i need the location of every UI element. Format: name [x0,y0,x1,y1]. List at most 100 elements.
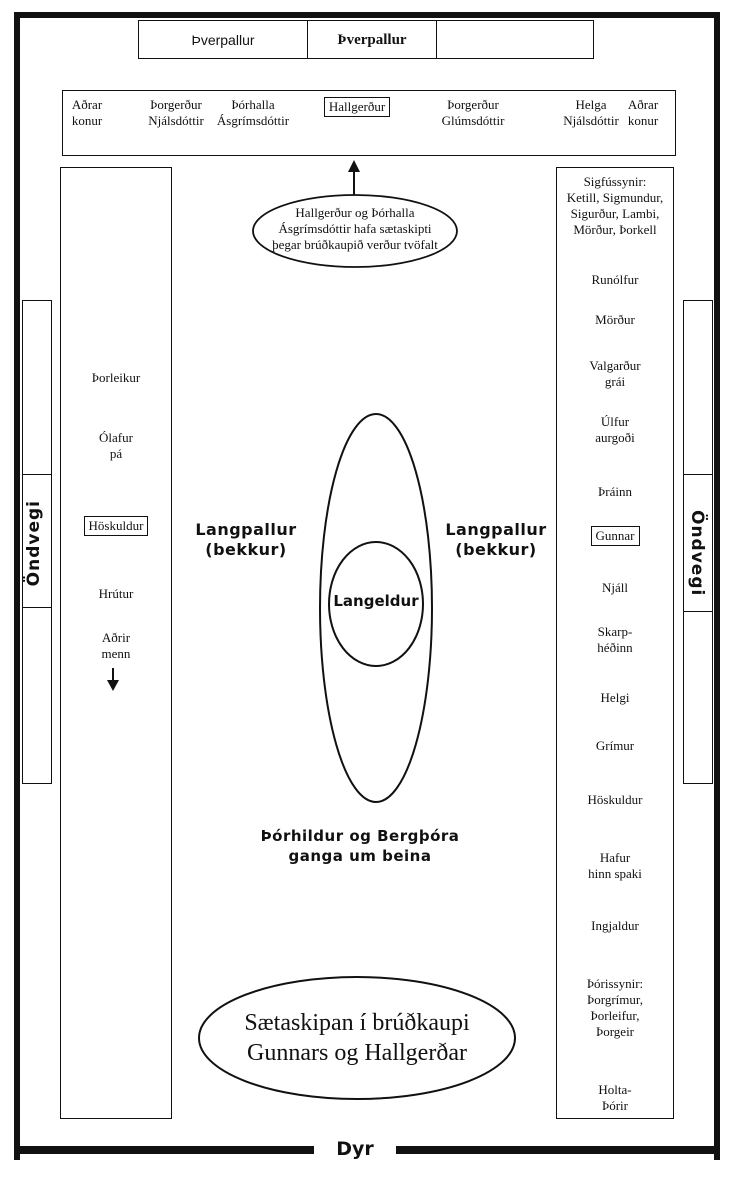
seat-name-line: Ólafur [99,430,133,445]
platform-center: Þverpallur [307,20,437,59]
left_bench-seat-ho-skuldur: Höskuldur [61,516,171,536]
langeldur-hearth [319,413,433,803]
seat-name-line: Helgi [600,690,630,705]
right_bench-seat-ho-skuldur: Höskuldur [557,792,673,808]
platform-left-label: Þverpallur [191,32,255,48]
right_bench-seat-gunnar: Gunnar [557,526,673,546]
right-ondvegi-box [683,474,713,612]
seat-name-line: Úlfur [600,414,630,429]
langpallur-right-line-1: Langpallur [445,520,547,539]
seat-name-line: pá [109,446,123,461]
right-ondvegi-label: Öndvegi [687,510,707,597]
langpallur-right-line-2: (bekkur) [455,540,537,559]
seat-name-line: Skarp- [597,624,633,639]
right_bench-seat-holta: Holta-Þórir [557,1082,673,1114]
right-bench: Sigfússynir:Ketill, Sigmundur,Sigurður, … [556,167,674,1119]
serving-note-line-2: ganga um beina [288,847,432,865]
seat-name-line: Þórir [602,1098,628,1113]
seat-name-line: Hafur [599,850,631,865]
right_bench-seat-ingjaldur: Ingjaldur [557,918,673,934]
langeldur-label: Langeldur [333,592,419,610]
top_bench-seat-hallger-ur: Hallgerður [307,97,407,117]
seat-name-line: Aðrir [101,630,131,645]
seat-name-line: Runólfur [591,272,639,287]
seat-name-line: Gunnar [595,528,635,543]
seat-name-line: konur [627,113,659,128]
platform-center-label: Þverpallur [337,32,407,48]
platform-right [436,20,594,59]
seat-swap-ellipse [252,194,458,268]
seat-name-line: Þorgeir [595,1024,635,1039]
left_bench-seat-orleikur: Þorleikur [61,370,171,386]
seat-name-line: Aðrar [71,97,103,112]
right_bench-seat-gri-mur: Grímur [557,738,673,754]
right_bench-seat-nja-ll: Njáll [557,580,673,596]
title: Sætaskipan í brúðkaupi Gunnars og Hallge… [196,1008,518,1068]
right_bench-seat-skarp: Skarp-héðinn [557,624,673,656]
seat-name-line: Þórissynir: [586,976,644,991]
door-label: Dyr [336,1138,374,1160]
seat-name-line: Ketill, Sigmundur, [566,190,664,205]
seat-name-line: hinn spaki [588,866,642,881]
seat-name-line: menn [101,646,131,661]
serving-note-line-1: Þórhildur og Bergþóra [260,827,460,845]
seat-name-line: aurgoði [595,430,635,445]
title-line-2: Gunnars og Hallgerðar [247,1040,467,1066]
langpallur-left-line-1: Langpallur [195,520,297,539]
right_bench-seat-runo-lfur: Runólfur [557,272,673,288]
seat-name-line: konur [71,113,103,128]
seat-name-line: Mörður, Þorkell [573,222,657,237]
seat-name-line: Þorleikur [91,370,141,385]
seat-name-line: Njálsdóttir [148,113,204,128]
seat-name-line: Holta- [598,1082,632,1097]
right_bench-seat-ra-inn: Þráinn [557,484,673,500]
seat-name-line: Valgarður [589,358,641,373]
langpallur-left-line-2: (bekkur) [205,540,287,559]
seat-name-line: Þorleifur, [590,1008,640,1023]
seat-name-line: Hrútur [98,586,134,601]
langpallur-right: Langpallur (bekkur) [440,520,552,560]
seat-name-line: Sigfússynir: [583,174,647,189]
seat-name-line: Njáll [602,580,628,595]
seat-name-line: Þórhalla [231,97,275,112]
right_bench-seat-helgi: Helgi [557,690,673,706]
seat-swap-line-3: þegar brúðkaupið verður tvöfalt [272,237,438,252]
seat-swap-line-2: Ásgrímsdóttir hafa sætaskipti [278,221,432,236]
seat-name-line: Mörður [595,312,635,327]
right_bench-seat-o-rissynir: Þórissynir:Þorgrímur,Þorleifur,Þorgeir [557,976,673,1040]
seat-name-line: Höskuldur [587,792,643,807]
arrow-down-icon [107,668,119,691]
seat-name-line: Höskuldur [88,518,144,533]
seat-name-line: grái [604,374,626,389]
title-line-1: Sætaskipan í brúðkaupi [244,1010,470,1036]
seat-swap-note: Hallgerður og Þórhalla Ásgrímsdóttir haf… [250,205,460,253]
seat-name-line: Aðrar [627,97,659,112]
seat-name-line: Ásgrímsdóttir [216,113,290,128]
seat-name-line: Ingjaldur [591,918,639,933]
seat-name-line: Þráinn [598,484,632,499]
seat-name-line: Þorgerður [447,97,499,112]
wall-bottom-right [396,1146,720,1154]
seat-name-line: Þorgerður [150,97,202,112]
platform-left: Þverpallur [138,20,308,59]
seat-name-line: Hallgerður [328,99,386,114]
seat-name-line: Njálsdóttir [563,113,619,128]
arrow-up-icon [348,160,360,198]
hall-outline [14,12,720,1160]
seat-name-line: héðinn [597,640,633,655]
right_bench-seat-mo-r-ur: Mörður [557,312,673,328]
serving-note: Þórhildur og Bergþóra ganga um beina [220,826,500,866]
right_bench-seat-sigfu-ssynir: Sigfússynir:Ketill, Sigmundur,Sigurður, … [557,174,673,238]
wall-bottom-left [14,1146,314,1154]
left-ondvegi-box [22,474,52,608]
